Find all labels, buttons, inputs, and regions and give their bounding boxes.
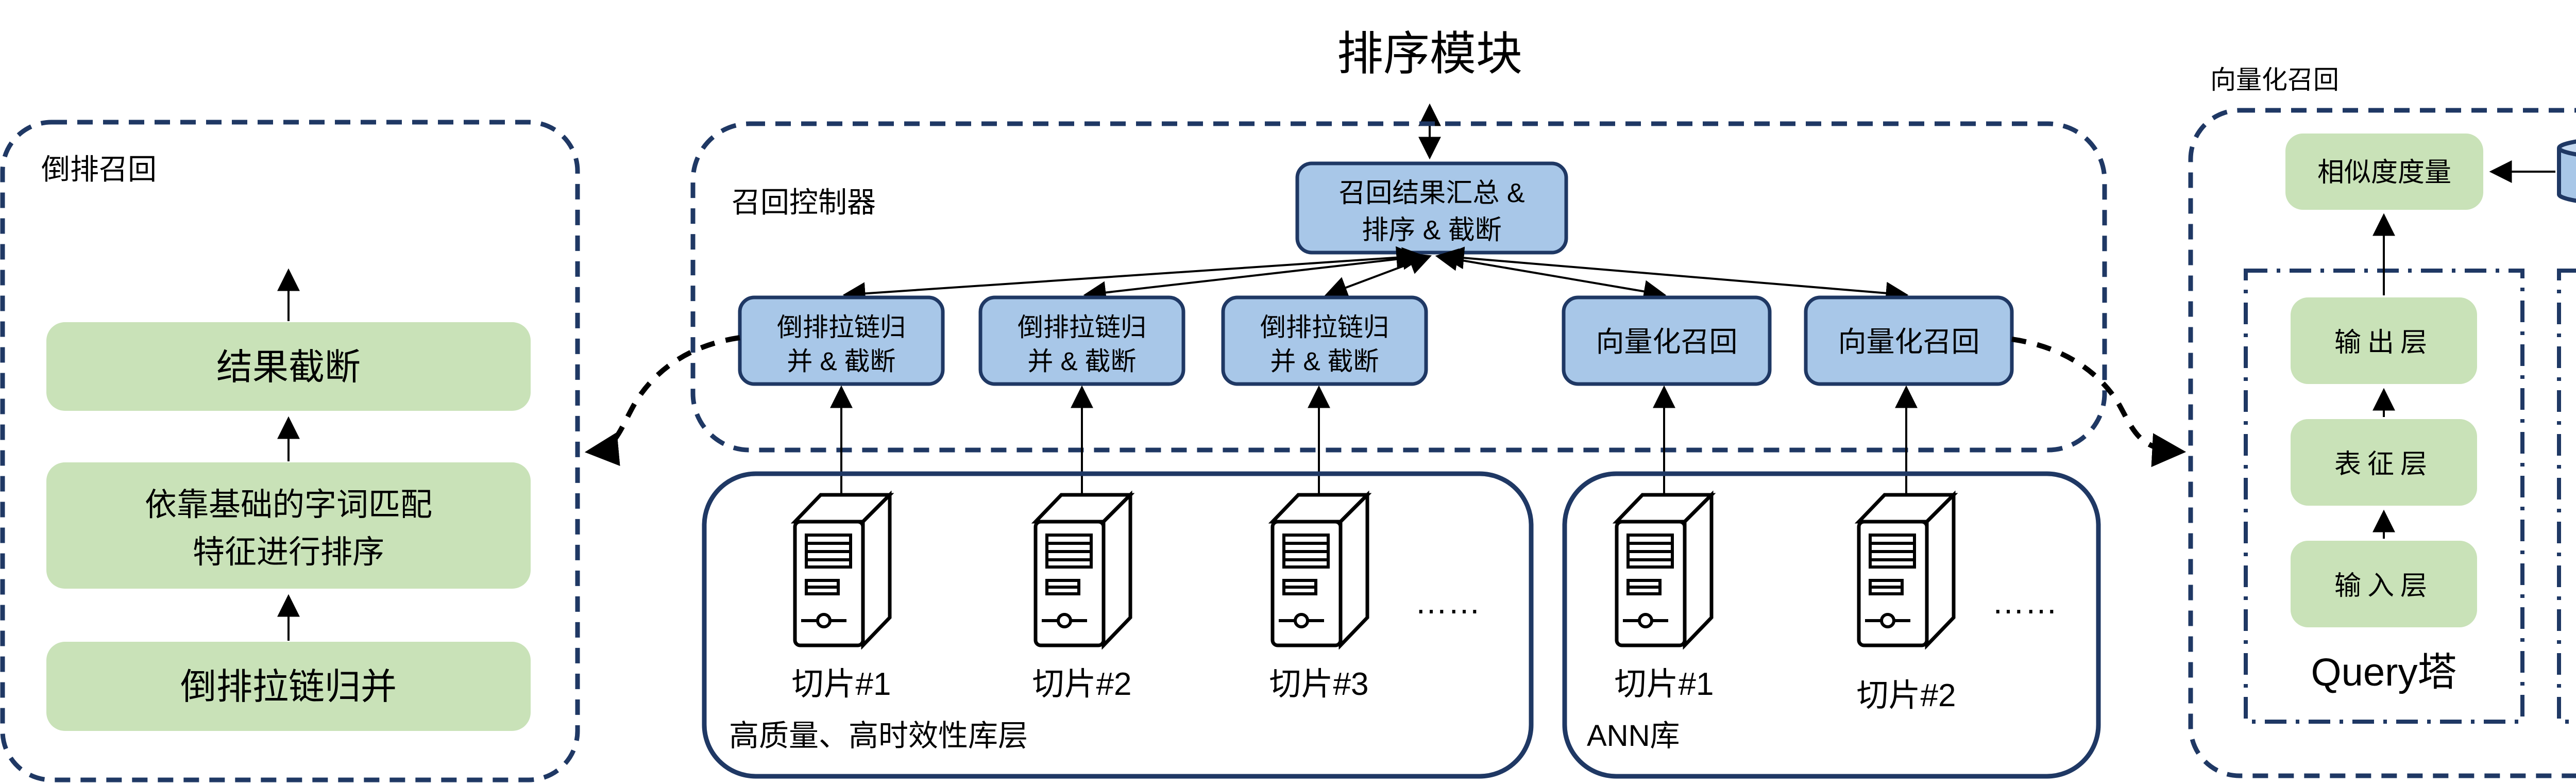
ellipsis-more-shards: …… <box>1992 584 2058 621</box>
server-icon <box>1859 495 1954 645</box>
query-input-layer-box <box>2291 541 2477 627</box>
inverted-store-panel: 切片#1 切片#2 切片#3 …… 高质量、高时效性库层 <box>702 471 1534 779</box>
server-icon <box>1617 495 1711 645</box>
cylinder-body <box>2557 148 2576 203</box>
vector-recall-box-2-label: 向量化召回 <box>1838 326 1979 358</box>
vectorized-recall-panel: 向量化召回 相似度度量 离线刷库 构建索引 输出层 表征层 输入层 Query塔 <box>2188 65 2576 778</box>
query-tower: 输出层 表征层 输入层 Query塔 <box>2244 213 2524 724</box>
query-repr-layer-label: 表征层 <box>2334 449 2433 479</box>
posting-merge-label: 倒排拉链归并 <box>180 667 397 707</box>
query-repr-layer-box <box>2291 419 2477 506</box>
shard-label: 切片#1 <box>792 667 891 702</box>
inverted-merge-box-2 <box>978 295 1185 386</box>
server-icon <box>1036 495 1130 645</box>
recall-controller-panel-border <box>690 121 2107 453</box>
query-tower-label: Query塔 <box>2311 651 2457 694</box>
ann-store-panel: 切片#1 切片#2 …… ANN库 <box>1562 471 2101 779</box>
server-icon <box>795 495 890 645</box>
recall-summary-box <box>1295 161 1568 255</box>
inverted-merge-box-3 <box>1221 295 1428 386</box>
word-match-ranking-box <box>46 462 531 589</box>
inverted-merge-box-2-line1: 倒排拉链归 <box>1018 313 1146 342</box>
cylinder-top <box>2557 139 2576 157</box>
ellipsis-more-shards: …… <box>1415 584 1481 621</box>
query-output-layer-box <box>2291 297 2477 384</box>
inverted-merge-box-3-line1: 倒排拉链归 <box>1260 313 1389 342</box>
recall-summary-label-line1: 召回结果汇总 & <box>1338 178 1524 208</box>
arrow-summary-inverted3 <box>1324 253 1432 298</box>
inverted-store-panel-border <box>702 471 1534 779</box>
doc-tower: 输出层 表征层 输入层 doc塔 <box>2557 269 2576 724</box>
ann-store-panel-label: ANN库 <box>1587 719 1680 753</box>
server-icon <box>1273 495 1367 645</box>
shard-label: 切片#2 <box>1857 678 1956 713</box>
shard-label: 切片#2 <box>1032 667 1132 702</box>
vectorized-recall-panel-label: 向量化召回 <box>2210 65 2339 94</box>
ann-store-panel-border <box>1562 471 2101 779</box>
offline-index-cylinder-icon: 离线刷库 构建索引 <box>2557 139 2576 203</box>
query-input-layer-label: 输入层 <box>2334 571 2433 601</box>
inverted-merge-box-1 <box>738 295 945 386</box>
doc-tower-border <box>2557 269 2576 724</box>
inverted-recall-panel-border <box>0 120 580 782</box>
shard-label: 切片#3 <box>1269 667 1369 702</box>
recall-controller-label: 召回控制器 <box>732 186 876 219</box>
inverted-merge-box-3-line2: 并 & 截断 <box>1270 347 1379 376</box>
dashed-arrow-to-inverted-recall-detail <box>584 335 740 467</box>
shard-label: 切片#1 <box>1615 667 1714 702</box>
result-truncation-label: 结果截断 <box>216 347 361 387</box>
recall-controller-panel: 召回控制器 召回结果汇总 & 排序 & 截断 倒排拉链归 并 & 截断 倒排拉链… <box>690 121 2107 553</box>
dashed-arrow-to-vectorized-recall-detail <box>2011 337 2187 468</box>
inverted-recall-panel: 倒排召回 结果截断 依靠基础的字词匹配 特征进行排序 倒排拉链归并 <box>0 120 580 782</box>
similarity-measure-box <box>2285 134 2483 210</box>
page-title: 排序模块 <box>1337 28 1522 80</box>
recall-summary-label-line2: 排序 & 截断 <box>1362 215 1502 245</box>
posting-merge-box <box>46 642 531 731</box>
inverted-store-panel-label: 高质量、高时效性库层 <box>729 719 1028 753</box>
arrow-summary-vector2 <box>1441 246 1909 305</box>
inverted-recall-panel-label: 倒排召回 <box>41 153 157 186</box>
arrow-summary-vector1 <box>1435 248 1667 303</box>
inverted-merge-box-2-line2: 并 & 截断 <box>1027 347 1136 376</box>
vector-recall-box-1 <box>1562 295 1772 386</box>
word-match-ranking-label-line1: 依靠基础的字词匹配 <box>145 487 432 523</box>
similarity-measure-label: 相似度度量 <box>2317 158 2451 188</box>
vector-recall-box-1-label: 向量化召回 <box>1596 326 1737 358</box>
inverted-merge-box-1-line1: 倒排拉链归 <box>777 313 906 342</box>
vectorized-recall-panel-border <box>2188 108 2576 778</box>
result-truncation-box <box>46 322 531 411</box>
inverted-merge-box-1-line2: 并 & 截断 <box>787 347 895 376</box>
word-match-ranking-label-line2: 特征进行排序 <box>193 535 384 570</box>
query-output-layer-label: 输出层 <box>2334 328 2433 358</box>
